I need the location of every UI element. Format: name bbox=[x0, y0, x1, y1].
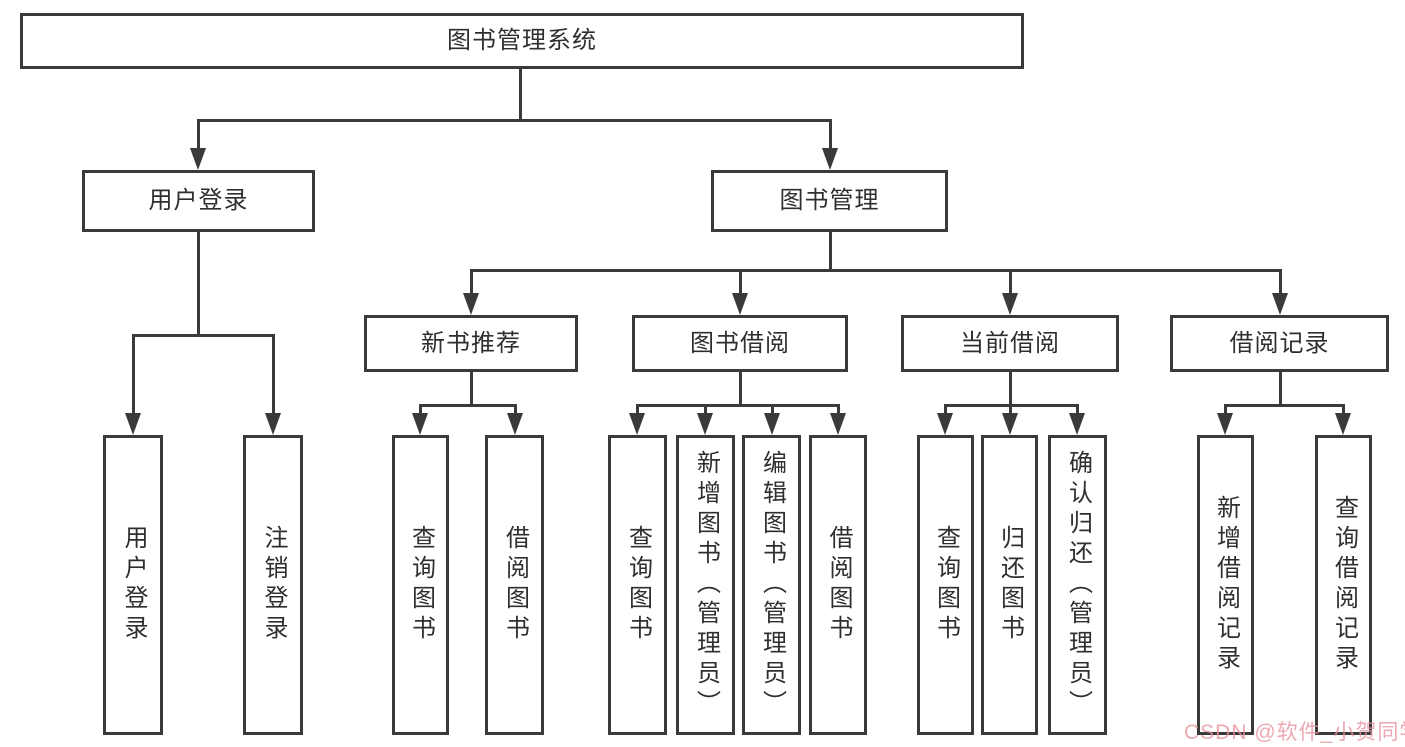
connector-line bbox=[469, 270, 473, 297]
node-label-recommend-borrow-books: 借阅图书 bbox=[501, 525, 529, 645]
arrowhead-icon bbox=[1272, 293, 1288, 315]
node-label-new-book-recommend: 新书推荐 bbox=[421, 329, 521, 357]
arrowhead-icon bbox=[822, 148, 838, 170]
node-label-recommend-query-books: 查询图书 bbox=[407, 525, 435, 645]
node-label-current-query-books: 查询图书 bbox=[932, 525, 960, 645]
arrowhead-icon bbox=[732, 293, 748, 315]
node-current-borrow: 当前借阅 bbox=[901, 315, 1119, 372]
connector-line bbox=[943, 405, 947, 417]
node-current-query-books: 查询图书 bbox=[917, 435, 974, 735]
connector-line bbox=[1075, 405, 1079, 417]
node-book-management: 图书管理 bbox=[711, 170, 948, 232]
node-label-records-query-record: 查询借阅记录 bbox=[1330, 495, 1358, 675]
connector-line bbox=[1223, 403, 1345, 407]
connector-line bbox=[518, 69, 522, 122]
node-label-current-return-books: 归还图书 bbox=[996, 525, 1024, 645]
node-label-current-borrow: 当前借阅 bbox=[960, 329, 1060, 357]
connector-line bbox=[196, 232, 200, 337]
connector-line bbox=[635, 403, 840, 407]
node-recommend-query-books: 查询图书 bbox=[392, 435, 449, 735]
arrowhead-icon bbox=[190, 148, 206, 170]
connector-line bbox=[836, 405, 840, 417]
node-label-book-management: 图书管理 bbox=[779, 187, 880, 214]
arrowhead-icon bbox=[629, 413, 645, 435]
arrowhead-icon bbox=[764, 413, 780, 435]
arrowhead-icon bbox=[463, 293, 479, 315]
connector-line bbox=[271, 335, 275, 417]
node-book-borrow: 图书借阅 bbox=[632, 315, 848, 372]
node-label-leaf-logout: 注销登录 bbox=[260, 525, 287, 645]
node-label-borrow-query-books: 查询图书 bbox=[624, 525, 652, 645]
node-borrow-edit-books: 编辑图书（管理员） bbox=[742, 435, 801, 735]
connector-line bbox=[1008, 372, 1012, 407]
connector-line bbox=[469, 372, 473, 407]
node-leaf-logout: 注销登录 bbox=[243, 435, 303, 735]
node-leaf-user-login: 用户登录 bbox=[103, 435, 163, 735]
arrowhead-icon bbox=[125, 413, 141, 435]
connector-line bbox=[1278, 372, 1282, 407]
connector-line bbox=[131, 335, 135, 417]
connector-line bbox=[513, 405, 517, 417]
arrowhead-icon bbox=[265, 413, 281, 435]
connector-line bbox=[418, 405, 422, 417]
arrowhead-icon bbox=[1335, 413, 1351, 435]
node-user-login: 用户登录 bbox=[82, 170, 315, 232]
node-borrow-lend-books: 借阅图书 bbox=[809, 435, 867, 735]
connector-line bbox=[1341, 405, 1345, 417]
connector-line bbox=[196, 120, 200, 152]
connector-line bbox=[1223, 405, 1227, 417]
connector-line bbox=[703, 405, 707, 417]
connector-line bbox=[196, 118, 832, 122]
arrowhead-icon bbox=[507, 413, 523, 435]
connector-line bbox=[738, 270, 742, 297]
node-label-leaf-user-login: 用户登录 bbox=[120, 525, 147, 645]
node-label-user-login: 用户登录 bbox=[148, 187, 249, 214]
arrowhead-icon bbox=[412, 413, 428, 435]
arrowhead-icon bbox=[1002, 413, 1018, 435]
arrowhead-icon bbox=[1217, 413, 1233, 435]
csdn-watermark: CSDN @软件_小贺同学 bbox=[1184, 721, 1405, 744]
node-current-return-books: 归还图书 bbox=[981, 435, 1038, 735]
node-label-borrow-add-books: 新增图书（管理员） bbox=[692, 450, 720, 720]
node-label-borrow-records: 借阅记录 bbox=[1229, 329, 1330, 357]
connector-line bbox=[418, 403, 517, 407]
node-label-records-add-record: 新增借阅记录 bbox=[1212, 495, 1240, 675]
arrowhead-icon bbox=[697, 413, 713, 435]
node-recommend-borrow-books: 借阅图书 bbox=[485, 435, 544, 735]
connector-line bbox=[131, 333, 275, 337]
node-new-book-recommend: 新书推荐 bbox=[364, 315, 578, 372]
node-borrow-records: 借阅记录 bbox=[1170, 315, 1389, 372]
node-records-query-record: 查询借阅记录 bbox=[1315, 435, 1372, 735]
connector-line bbox=[469, 268, 1282, 272]
connector-line bbox=[1008, 405, 1012, 417]
node-root: 图书管理系统 bbox=[20, 13, 1024, 69]
connector-line bbox=[1008, 270, 1012, 297]
arrowhead-icon bbox=[1002, 293, 1018, 315]
node-records-add-record: 新增借阅记录 bbox=[1197, 435, 1254, 735]
connector-line bbox=[770, 405, 774, 417]
node-label-borrow-edit-books: 编辑图书（管理员） bbox=[758, 450, 786, 720]
node-label-root: 图书管理系统 bbox=[447, 27, 597, 54]
connector-line bbox=[635, 405, 639, 417]
connector-line bbox=[738, 372, 742, 407]
node-label-current-confirm-return: 确认归还（管理员） bbox=[1064, 450, 1092, 720]
connector-line bbox=[828, 232, 832, 272]
arrowhead-icon bbox=[830, 413, 846, 435]
connector-line bbox=[1278, 270, 1282, 297]
node-label-borrow-lend-books: 借阅图书 bbox=[825, 525, 852, 645]
connector-line bbox=[828, 120, 832, 152]
node-borrow-query-books: 查询图书 bbox=[608, 435, 667, 735]
node-current-confirm-return: 确认归还（管理员） bbox=[1048, 435, 1107, 735]
arrowhead-icon bbox=[937, 413, 953, 435]
arrowhead-icon bbox=[1069, 413, 1085, 435]
node-label-book-borrow: 图书借阅 bbox=[690, 329, 790, 357]
node-borrow-add-books: 新增图书（管理员） bbox=[676, 435, 735, 735]
